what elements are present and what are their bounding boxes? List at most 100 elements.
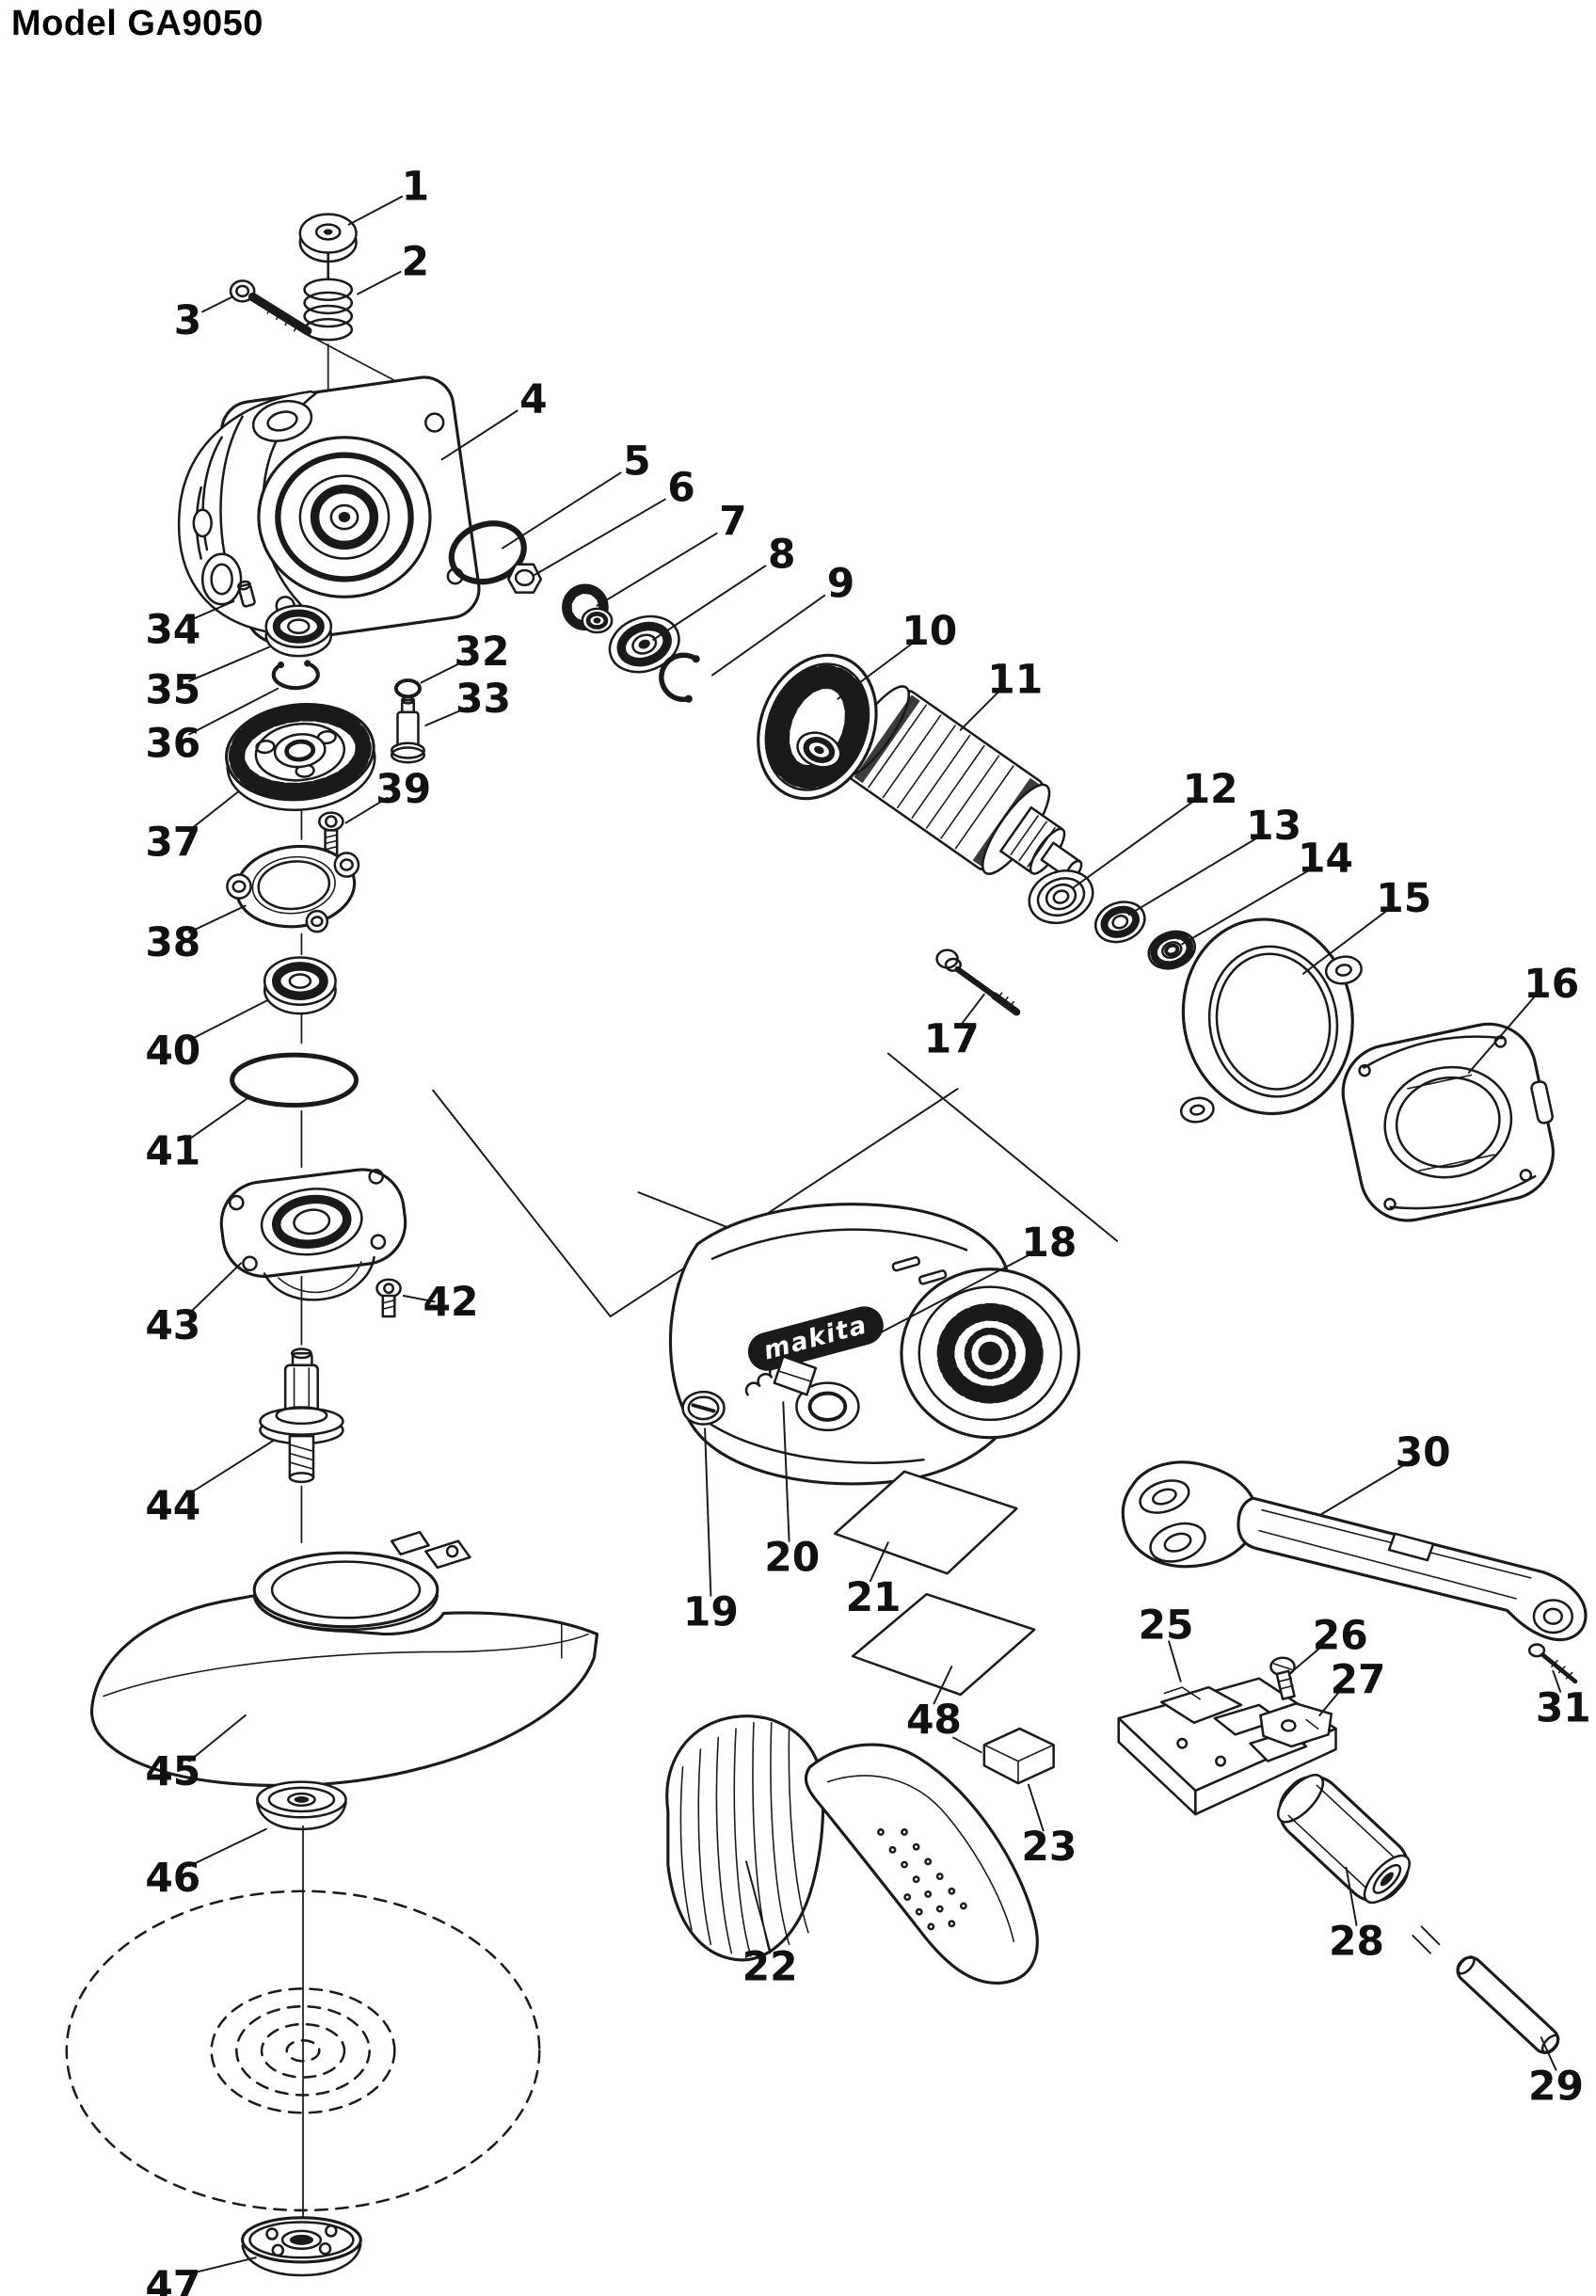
callout-label-2: 2 (402, 238, 430, 284)
callout-leader-39 (344, 796, 389, 824)
plate-part-27 (1259, 1702, 1333, 1748)
callout-leader-13 (1127, 837, 1259, 916)
callout-label-4: 4 (519, 375, 548, 422)
callout-leader-15 (1302, 909, 1389, 975)
callout-leader-2 (357, 270, 402, 295)
page-title: Model GA9050 (11, 4, 263, 43)
callout-leader-46 (188, 1827, 267, 1868)
callout-leader-21 (869, 1541, 889, 1583)
field-stator-part-16 (1341, 1022, 1555, 1222)
bar-part-29 (1412, 1925, 1560, 2054)
bearing-box-part-43 (219, 1168, 407, 1301)
callout-label-32: 32 (454, 629, 509, 675)
fan-part-10 (757, 653, 878, 801)
inner-flange-part-46 (256, 1780, 347, 1831)
callout-leader-16 (1467, 995, 1537, 1074)
callout-leader-28 (1345, 1866, 1358, 1926)
o-ring-part-5 (448, 520, 527, 585)
washer-part-12 (1028, 869, 1094, 925)
retainer-plate-part-38 (226, 844, 360, 933)
handle-cover-part-30 (1121, 1460, 1588, 1642)
o-ring-part-32 (393, 678, 423, 699)
ball-bearing-part-8 (608, 614, 680, 674)
callout-label-42: 42 (423, 1279, 479, 1325)
callout-leader-32 (420, 659, 467, 684)
ball-bearing-part-40 (263, 956, 337, 1015)
grinding-wheel-reference (65, 1889, 541, 2212)
callout-label-9: 9 (827, 561, 854, 607)
callout-label-38: 38 (145, 919, 200, 965)
callout-label-35: 35 (145, 667, 200, 713)
screw-part-26 (1269, 1656, 1296, 1700)
callout-leader-41 (188, 1096, 249, 1140)
o-ring-part-41 (230, 1052, 359, 1108)
callout-label-44: 44 (145, 1482, 200, 1528)
callout-leader-7 (596, 532, 718, 607)
callout-label-48: 48 (906, 1697, 962, 1743)
retaining-ring-part-9 (659, 652, 700, 703)
callout-leader-12 (1072, 800, 1195, 889)
callout-leader-26 (1293, 1643, 1325, 1671)
lock-pin-part-33 (390, 695, 426, 764)
screw-part-39 (318, 811, 344, 858)
callout-leader-11 (959, 690, 1000, 731)
cap-part-1 (298, 213, 358, 281)
pinion-gear-part-7 (562, 583, 614, 634)
callout-label-21: 21 (846, 1574, 902, 1620)
callout-leader-37 (188, 790, 239, 832)
hex-nut-part-6 (506, 563, 543, 594)
callout-leader-3 (201, 295, 233, 313)
label-part-48 (851, 1592, 1036, 1697)
callout-leader-20 (782, 1401, 790, 1542)
callout-label-27: 27 (1331, 1657, 1386, 1703)
callout-label-10: 10 (902, 608, 957, 654)
callout-leader-10 (837, 642, 915, 700)
connector-block-part-23 (982, 1727, 1055, 1785)
motor-housing-part-18: makita (668, 1203, 1080, 1486)
callout-leader-14 (1181, 869, 1311, 946)
callout-leader-42 (402, 1295, 436, 1303)
callout-label-8: 8 (768, 531, 795, 577)
callout-leader-43 (188, 1262, 243, 1315)
callout-leader-1 (347, 195, 404, 226)
callout-leader-48 (933, 1666, 953, 1705)
callout-label-29: 29 (1528, 2064, 1584, 2110)
callout-leader-19 (704, 1427, 712, 1597)
ball-bearing-part-35 (264, 604, 333, 658)
callout-leader-30 (1319, 1463, 1407, 1516)
callout-label-45: 45 (145, 1748, 200, 1794)
callout-leader-9 (710, 594, 826, 677)
callout-label-41: 41 (145, 1128, 200, 1174)
callout-label-37: 37 (145, 819, 200, 865)
callout-leader-23 (1027, 1783, 1045, 1832)
callout-leader-33 (424, 707, 469, 726)
callout-label-1: 1 (402, 163, 430, 209)
callout-label-46: 46 (145, 1855, 200, 1901)
callout-label-5: 5 (623, 438, 651, 484)
callout-leader-5 (501, 471, 622, 550)
callout-label-17: 17 (924, 1015, 980, 1061)
callout-label-13: 13 (1246, 803, 1301, 849)
screw-part-3 (229, 279, 312, 336)
callout-label-15: 15 (1376, 875, 1431, 921)
callout-label-25: 25 (1138, 1602, 1193, 1649)
callout-label-23: 23 (1021, 1824, 1077, 1870)
callout-label-20: 20 (764, 1534, 820, 1580)
callout-label-14: 14 (1298, 836, 1353, 882)
bearing-retainer-part-14 (1147, 930, 1196, 970)
callout-label-11: 11 (987, 657, 1043, 703)
callout-leader-17 (959, 993, 985, 1027)
callout-leader-44 (188, 1439, 275, 1495)
callout-label-40: 40 (145, 1028, 200, 1074)
gear-housing-part-4 (177, 375, 481, 644)
lock-nut-part-47 (241, 2216, 362, 2277)
callout-label-43: 43 (145, 1302, 200, 1348)
callout-label-19: 19 (683, 1589, 739, 1635)
callout-label-7: 7 (719, 499, 747, 545)
callout-label-22: 22 (742, 1943, 798, 1989)
callout-label-47: 47 (145, 2263, 200, 2296)
callout-label-6: 6 (667, 465, 695, 511)
